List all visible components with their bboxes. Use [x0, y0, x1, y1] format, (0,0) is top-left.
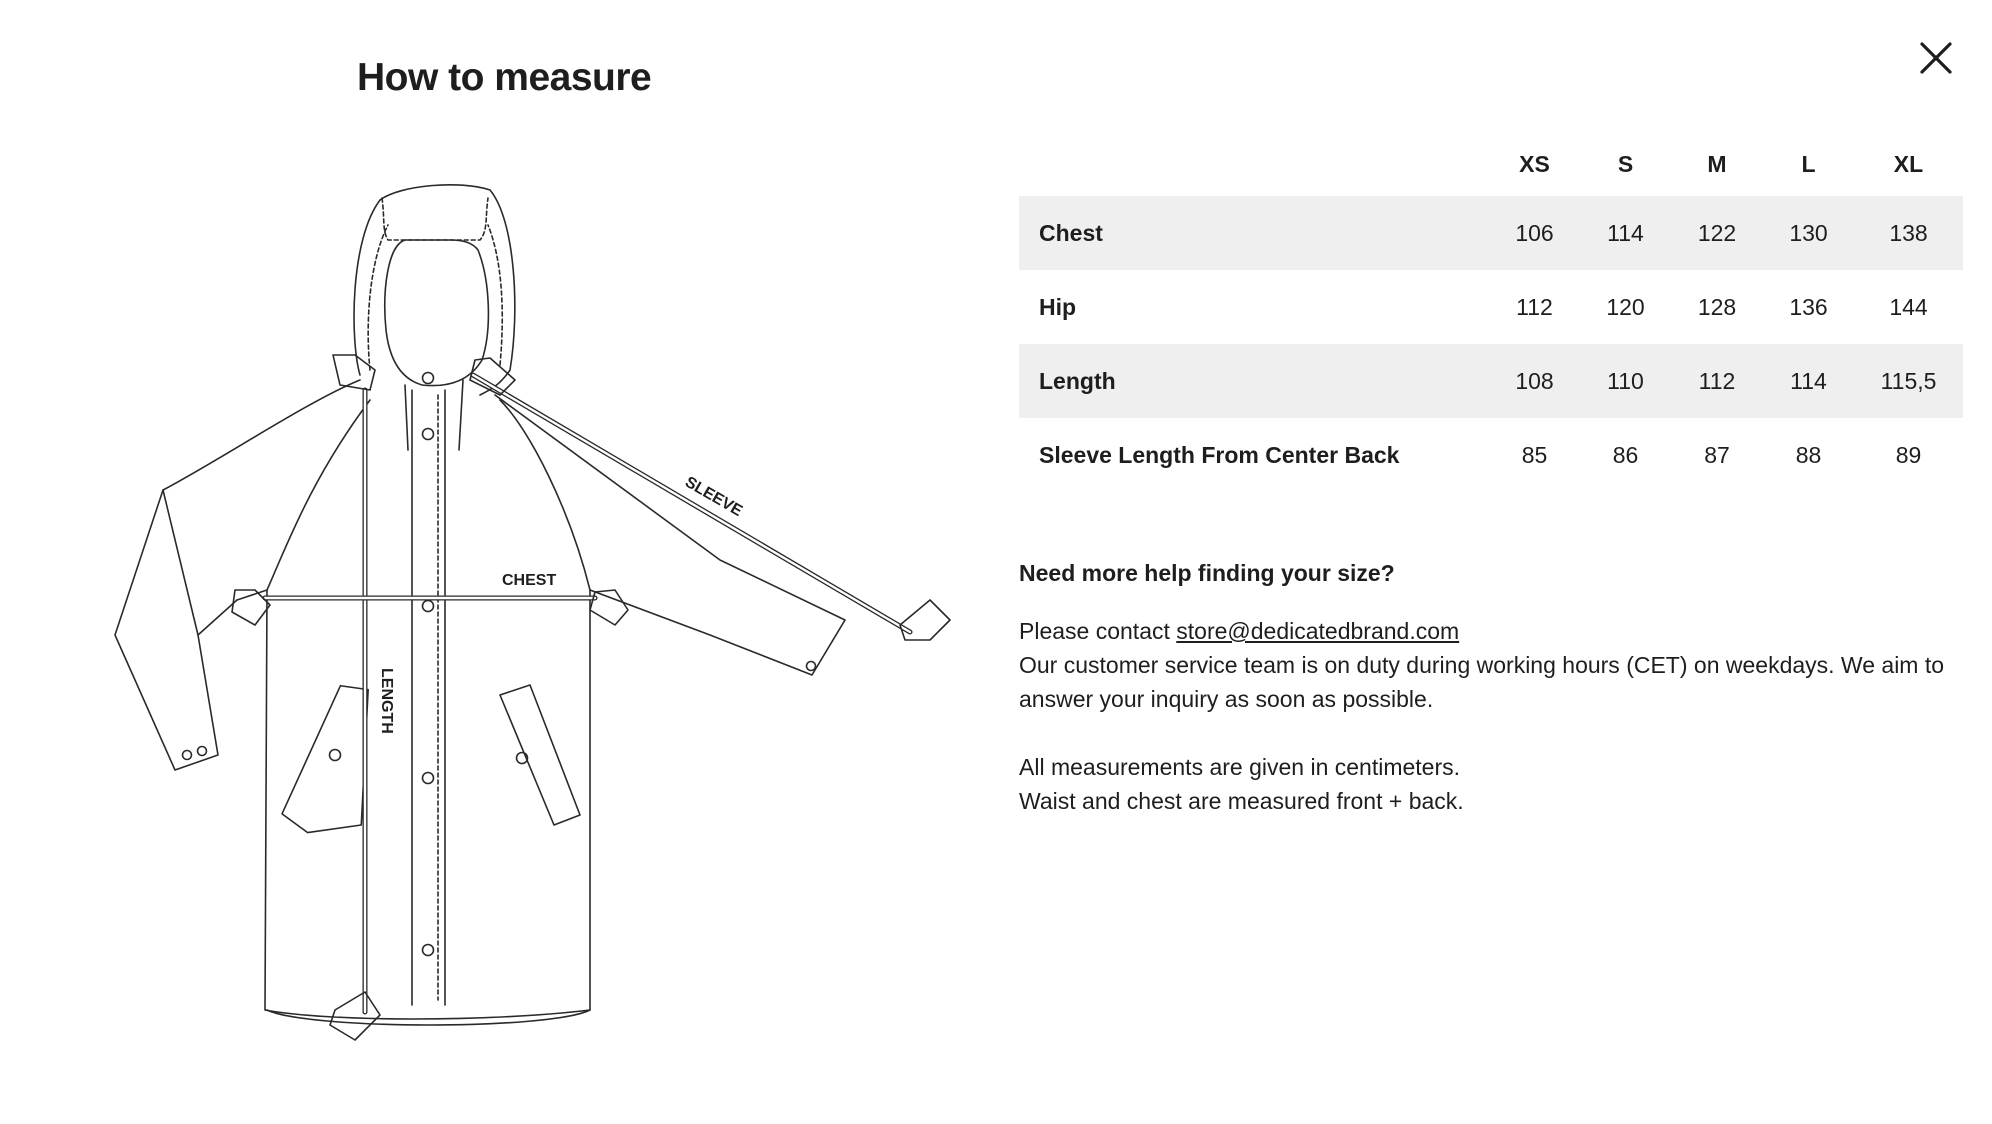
- cell-value: 89: [1895, 441, 1922, 468]
- cell-value: 114: [1580, 196, 1671, 270]
- cell-value: 122: [1671, 196, 1763, 270]
- help-heading: Need more help finding your size?: [1019, 560, 1395, 586]
- row-label: Length: [1019, 344, 1489, 418]
- page-title: How to measure: [357, 56, 652, 99]
- cell-value: 87: [1704, 441, 1730, 468]
- row-label: Chest: [1019, 196, 1489, 270]
- cell-value: 130: [1763, 196, 1854, 270]
- cell-value: 138: [1854, 196, 1963, 270]
- contact-prefix: Please contact: [1019, 618, 1177, 644]
- hood-outline: [353, 184, 516, 396]
- measuring-tapes: [262, 372, 913, 1015]
- cell-value: 114: [1763, 344, 1854, 418]
- cell-value: 115,5: [1854, 344, 1963, 418]
- measurement-note-units: All measurements are given in centimeter…: [1019, 754, 1461, 780]
- jacket-body: [114, 371, 846, 1026]
- length-label: LENGTH: [378, 668, 395, 734]
- cell-value: 144: [1889, 293, 1928, 320]
- table-row: Sleeve Length From Center Back 85 86 87 …: [1019, 418, 1963, 492]
- drawstring-right: [458, 379, 464, 451]
- cell-value: 85: [1521, 441, 1548, 468]
- cell-value: 112: [1671, 344, 1763, 418]
- size-chart-table: XS S M L XL Chest 106 114 122 130 138 Hi…: [1019, 132, 1963, 492]
- cell-value: 86: [1612, 441, 1639, 468]
- measurement-note-method: Waist and chest are measured front + bac…: [1019, 788, 1464, 814]
- table-row: Length 108 110 112 114 115,5: [1019, 344, 1963, 418]
- cell-value: 128: [1697, 293, 1737, 320]
- row-label: Hip: [1039, 293, 1077, 320]
- row-label: Sleeve Length From Center Back: [1039, 441, 1400, 468]
- cell-value: 106: [1489, 196, 1580, 270]
- cell-value: 136: [1789, 293, 1828, 320]
- jacket-illustration: SLEEVE CHEST LENGTH: [114, 184, 951, 1041]
- help-section: Need more help finding your size? Please…: [1019, 556, 1963, 818]
- hands: [231, 354, 951, 1041]
- header-spacer: [1019, 132, 1489, 196]
- close-button[interactable]: [1914, 36, 1958, 80]
- service-text: Our customer service team is on duty dur…: [1019, 652, 1945, 712]
- sleeve-label: SLEEVE: [682, 474, 745, 520]
- spacer: [1019, 716, 1963, 750]
- chest-label: CHEST: [502, 572, 556, 589]
- table-row: Hip 112 120 128 136 144: [1019, 270, 1963, 344]
- size-col-xl: XL: [1893, 150, 1924, 177]
- size-col-s: S: [1617, 150, 1634, 177]
- contact-line: Please contact store@dedicatedbrand.com: [1019, 614, 1963, 648]
- cell-value: 110: [1580, 344, 1671, 418]
- size-col-l: L: [1801, 150, 1816, 177]
- size-header-row: XS S M L XL: [1019, 132, 1963, 196]
- cell-value: 88: [1795, 441, 1822, 468]
- cell-value: 112: [1516, 293, 1553, 320]
- cell-value: 120: [1606, 293, 1645, 320]
- size-col-xs: XS: [1519, 150, 1550, 177]
- close-icon: [1920, 42, 1952, 74]
- email-link[interactable]: store@dedicatedbrand.com: [1176, 618, 1460, 644]
- table-row: Chest 106 114 122 130 138: [1019, 196, 1963, 270]
- cell-value: 108: [1489, 344, 1580, 418]
- size-col-m: M: [1707, 150, 1727, 177]
- drawstring-left: [404, 384, 409, 451]
